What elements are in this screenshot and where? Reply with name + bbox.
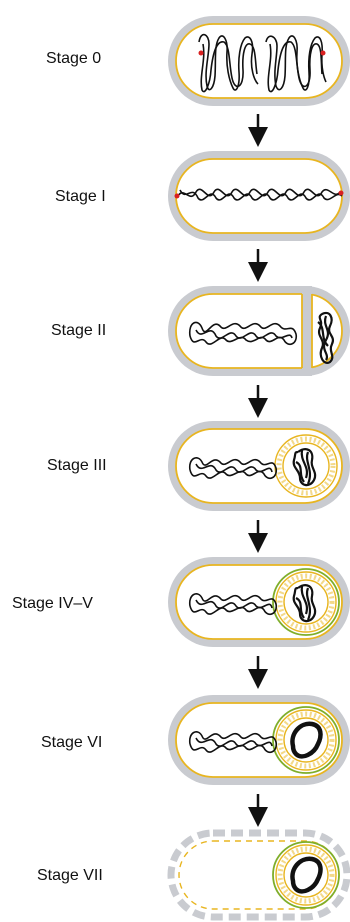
- chromosome-icon: [290, 721, 323, 759]
- stage-1-label: Stage I: [55, 188, 106, 205]
- chromosome-icon: [188, 593, 278, 616]
- origin-marker: [320, 50, 326, 56]
- chromosome-icon: [188, 457, 278, 480]
- stage-4-5-label: Stage IV–V: [12, 595, 93, 612]
- origin-marker: [198, 50, 204, 56]
- chromosome-icon: [317, 311, 334, 364]
- chromosome-icon: [177, 188, 343, 201]
- stage-7-cell: [167, 829, 350, 921]
- origin-marker: [174, 193, 180, 199]
- stage-2-cell: [168, 286, 350, 376]
- chromosome-icon: [290, 856, 323, 894]
- chromosome-icon: [292, 448, 317, 487]
- stage-7-label: Stage VII: [37, 867, 103, 884]
- chromosome-icon: [188, 321, 298, 346]
- stage-2-label: Stage II: [51, 322, 107, 339]
- stage-0-cell: [168, 16, 350, 106]
- stage-0-label: Stage 0: [46, 50, 102, 67]
- chromosome-icon: [188, 731, 278, 754]
- stage-6-label: Stage VI: [41, 734, 103, 751]
- chromosome-icon: [198, 33, 327, 93]
- stage-3-cell: [168, 421, 350, 511]
- stage-1-cell: [168, 151, 350, 241]
- stage-4-5-cell: [168, 557, 350, 647]
- origin-marker: [338, 190, 344, 196]
- chromosome-icon: [292, 584, 317, 623]
- stage-3-label: Stage III: [47, 457, 107, 474]
- stage-6-cell: [168, 695, 350, 785]
